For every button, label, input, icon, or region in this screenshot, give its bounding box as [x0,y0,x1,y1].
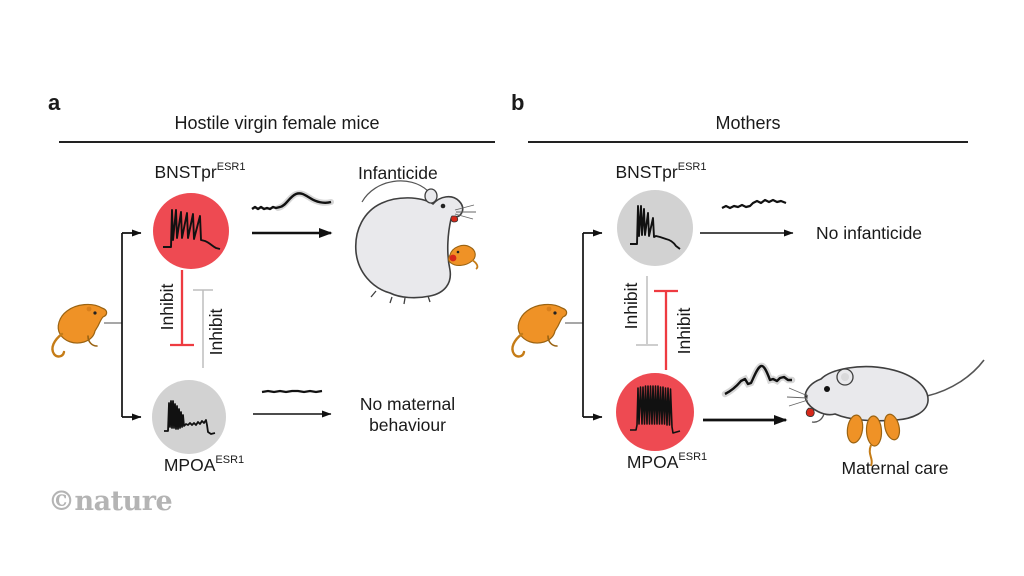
calcium-trace-a-bottom [261,389,323,394]
mpoa-label-a: MPOAESR1 [163,454,245,475]
spike-trace-bnst-a [163,209,221,250]
calcium-trace-a-top [251,192,332,211]
attacked-pup-icon [448,244,479,270]
panel-b-bracket [565,229,603,421]
bnst-neuron-b [617,190,693,266]
panel-b-label: b [511,90,525,115]
outcome-no-infanticide: No infanticide [816,223,923,243]
mpoa-neuron-a [152,380,226,454]
inhibit-strong-tbar-a [170,270,194,347]
bnst-label-a: BNSTprESR1 [154,161,246,182]
panel-b-title: Mothers [715,113,781,133]
inhibit-weak-tbar-a [193,289,213,368]
inhibit-strong-label-a: Inhibit [157,283,177,331]
calcium-trace-b-top [721,198,787,210]
inhibit-weak-label-a: Inhibit [206,308,226,356]
infanticide-mouse-icon [355,180,476,305]
inhibit-strong-tbar-b [654,289,678,370]
panel-a-title-rule [59,141,495,143]
bnst-label-b: BNSTprESR1 [615,161,707,182]
outcome-no-maternal: No maternal behaviour [345,394,470,436]
spike-trace-bnst-b [630,205,681,250]
pup-icon [511,303,568,358]
panel-a-bracket [104,229,142,421]
spike-trace-mpoa-a [164,400,216,435]
panel-b-title-rule [528,141,968,143]
outcome-maternal-care: Maternal care [841,458,949,478]
spike-trace-mpoa-b [630,385,681,434]
inhibit-weak-label-b: Inhibit [621,282,641,330]
mpoa-label-b: MPOAESR1 [626,451,708,472]
mother-mouse-icon [786,359,985,467]
calcium-trace-b-bottom [724,364,792,396]
panel-a-title: Hostile virgin female mice [174,113,380,133]
pup-icon [51,303,108,358]
panel-a-label: a [48,90,61,115]
outcome-no-maternal-line1: No maternal [359,394,456,414]
inhibit-strong-label-b: Inhibit [674,307,694,355]
outcome-infanticide: Infanticide [358,163,438,183]
inhibit-weak-tbar-b [636,276,658,346]
bnst-neuron-a [153,193,229,269]
nature-watermark: ©nature [48,486,173,517]
outcome-no-maternal-line2: behaviour [369,415,446,435]
